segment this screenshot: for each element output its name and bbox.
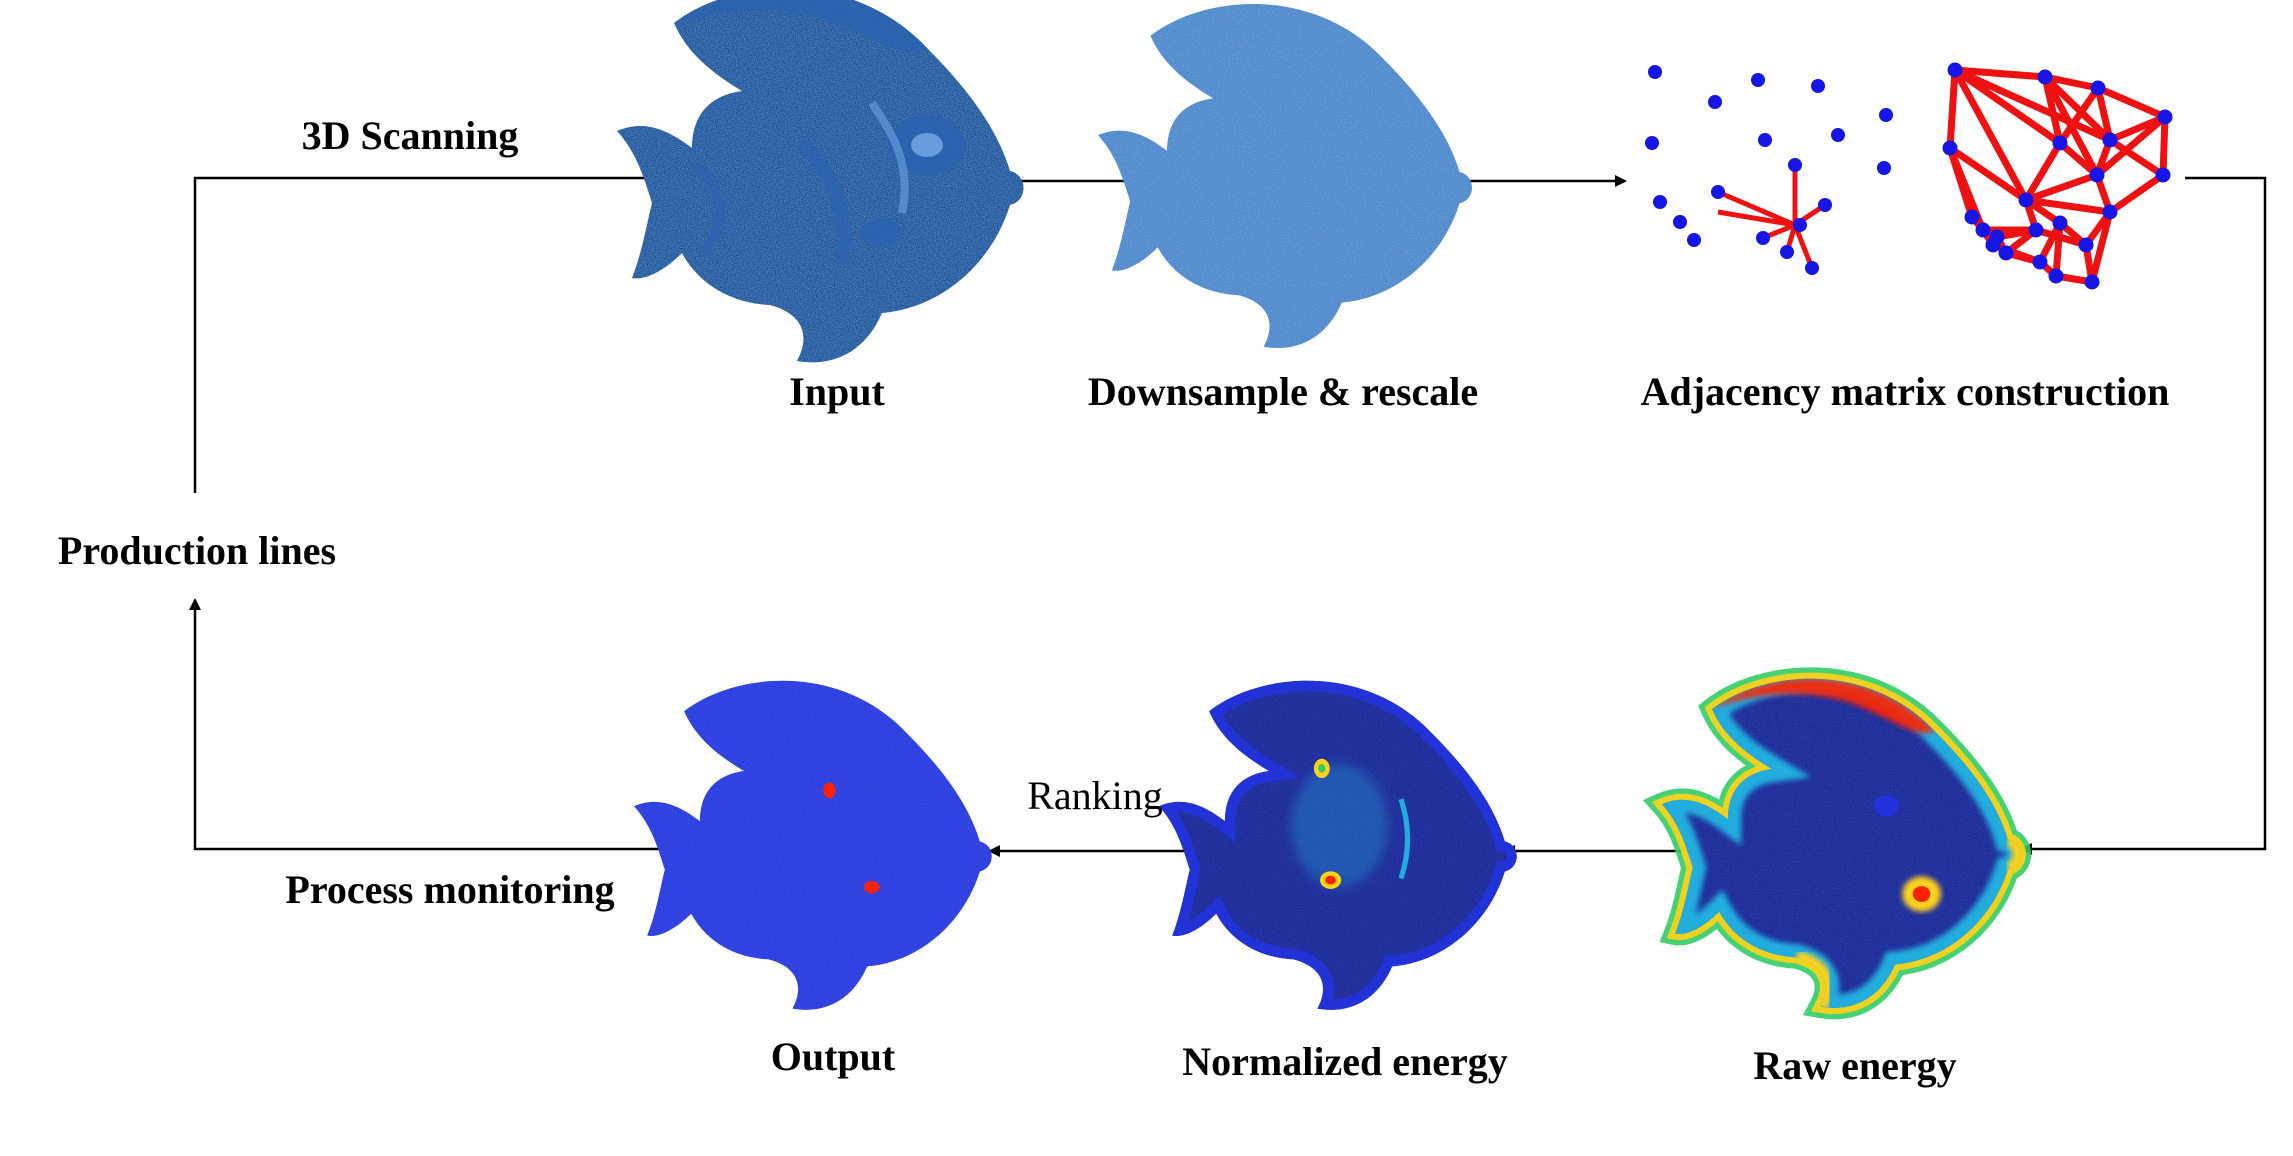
fish-raw-energy-icon [1649, 648, 2071, 1035]
dense-graph-edge [2094, 84, 2169, 121]
dense-graph-node [2018, 192, 2034, 208]
fish-downsampled-icon [1097, 4, 1472, 349]
arrow-adjacency-to-raw [2020, 176, 2267, 855]
dense-graph-edge [2041, 73, 2114, 144]
dense-graph-node [2052, 135, 2068, 151]
fish-normalized-energy-icon [1159, 680, 1517, 1010]
label-ranking: Ranking [1027, 773, 1163, 818]
label-downsample-rescale: Downsample & rescale [1087, 369, 1479, 414]
dense-graph-node [2048, 268, 2064, 284]
sparse-graph-node [1831, 128, 1845, 142]
dense-graph-edge [1968, 213, 2010, 257]
dense-graph-node [2102, 132, 2118, 148]
sparse-graph-node [1788, 158, 1802, 172]
dense-graph-edge [2041, 73, 2102, 92]
dense-graph-icon [1942, 62, 2173, 290]
dense-graph-edge [2088, 208, 2114, 286]
arrow-output-to-production [189, 598, 695, 851]
dense-graph-node [2155, 167, 2171, 183]
sparse-graph-node [1687, 233, 1701, 247]
dense-graph-edge [2106, 136, 2167, 179]
sparse-graph-node [1793, 218, 1807, 232]
dense-graph-node [2090, 80, 2106, 96]
label-adjacency-matrix: Adjacency matrix construction [1640, 369, 2170, 414]
dense-graph-node [2078, 237, 2094, 253]
dense-graph-node [2052, 215, 2068, 231]
dense-graph-edge [1946, 144, 2030, 204]
sparse-graph-node [1708, 95, 1722, 109]
dense-graph-edge [2106, 171, 2167, 216]
dense-graph-edge [2093, 113, 2169, 179]
sparse-graph-icon [1645, 65, 1893, 275]
label-process-monitoring: Process monitoring [285, 867, 615, 912]
dense-graph-node [1947, 62, 1963, 78]
label-normalized-energy: Normalized energy [1182, 1039, 1508, 1084]
fish-output-icon [634, 680, 992, 1010]
dense-graph-edge [1951, 66, 2114, 144]
sparse-graph-node [1805, 261, 1819, 275]
label-3d-scanning: 3D Scanning [301, 113, 519, 158]
label-raw-energy: Raw energy [1753, 1043, 1957, 1088]
sparse-graph-edge [1717, 189, 1796, 228]
dense-graph-node [2028, 222, 2044, 238]
dense-graph-edge [1951, 66, 2030, 204]
fish-input-icon [617, 0, 1024, 363]
dense-graph-node [1985, 237, 2001, 253]
sparse-graph-node [1756, 231, 1770, 245]
sparse-graph-node [1879, 108, 1893, 122]
dense-graph-node [2089, 167, 2105, 183]
dense-graph-edge [1946, 66, 1959, 152]
sparse-graph-node [1811, 79, 1825, 93]
dense-graph-node [1975, 222, 1991, 238]
sparse-graph-node [1673, 215, 1687, 229]
dense-graph-edge [2041, 73, 2101, 179]
sparse-graph-node [1758, 133, 1772, 147]
label-production-lines: Production lines [57, 528, 337, 573]
sparse-graph-node [1648, 65, 1662, 79]
arrow-scanning [193, 172, 677, 493]
dense-graph-edge [1951, 66, 2049, 81]
dense-graph-edge [2022, 171, 2101, 204]
sparse-graph-node [1780, 245, 1794, 259]
sparse-graph-edge [1717, 209, 1796, 228]
dense-graph-edge [2056, 84, 2102, 147]
sparse-graph-node [1645, 136, 1659, 150]
sparse-graph-node [1653, 195, 1667, 209]
sparse-graph-node [1751, 73, 1765, 87]
dense-graph-node [2157, 109, 2173, 125]
dense-graph-node [1942, 140, 1958, 156]
dense-graph-edge [2022, 196, 2114, 216]
dense-graph-node [2084, 274, 2100, 290]
sparse-graph-node [1818, 198, 1832, 212]
dense-graph-edge [2022, 139, 2064, 204]
dense-graph-node [2102, 204, 2118, 220]
dense-graph-node [1998, 245, 2014, 261]
sparse-graph-edge [1792, 224, 1815, 269]
label-input: Input [789, 369, 885, 414]
sparse-graph-node [1711, 185, 1725, 199]
dense-graph-edge [1951, 66, 2064, 147]
dense-graph-edge [2094, 84, 2114, 144]
sparse-graph-node [1877, 161, 1891, 175]
flow-arrows [189, 172, 2267, 857]
dense-graph-node [1964, 209, 1980, 225]
dense-graph-edge [2159, 113, 2169, 179]
dense-graph-node [2032, 254, 2048, 270]
dense-graph-node [2037, 69, 2053, 85]
label-output: Output [770, 1034, 896, 1079]
